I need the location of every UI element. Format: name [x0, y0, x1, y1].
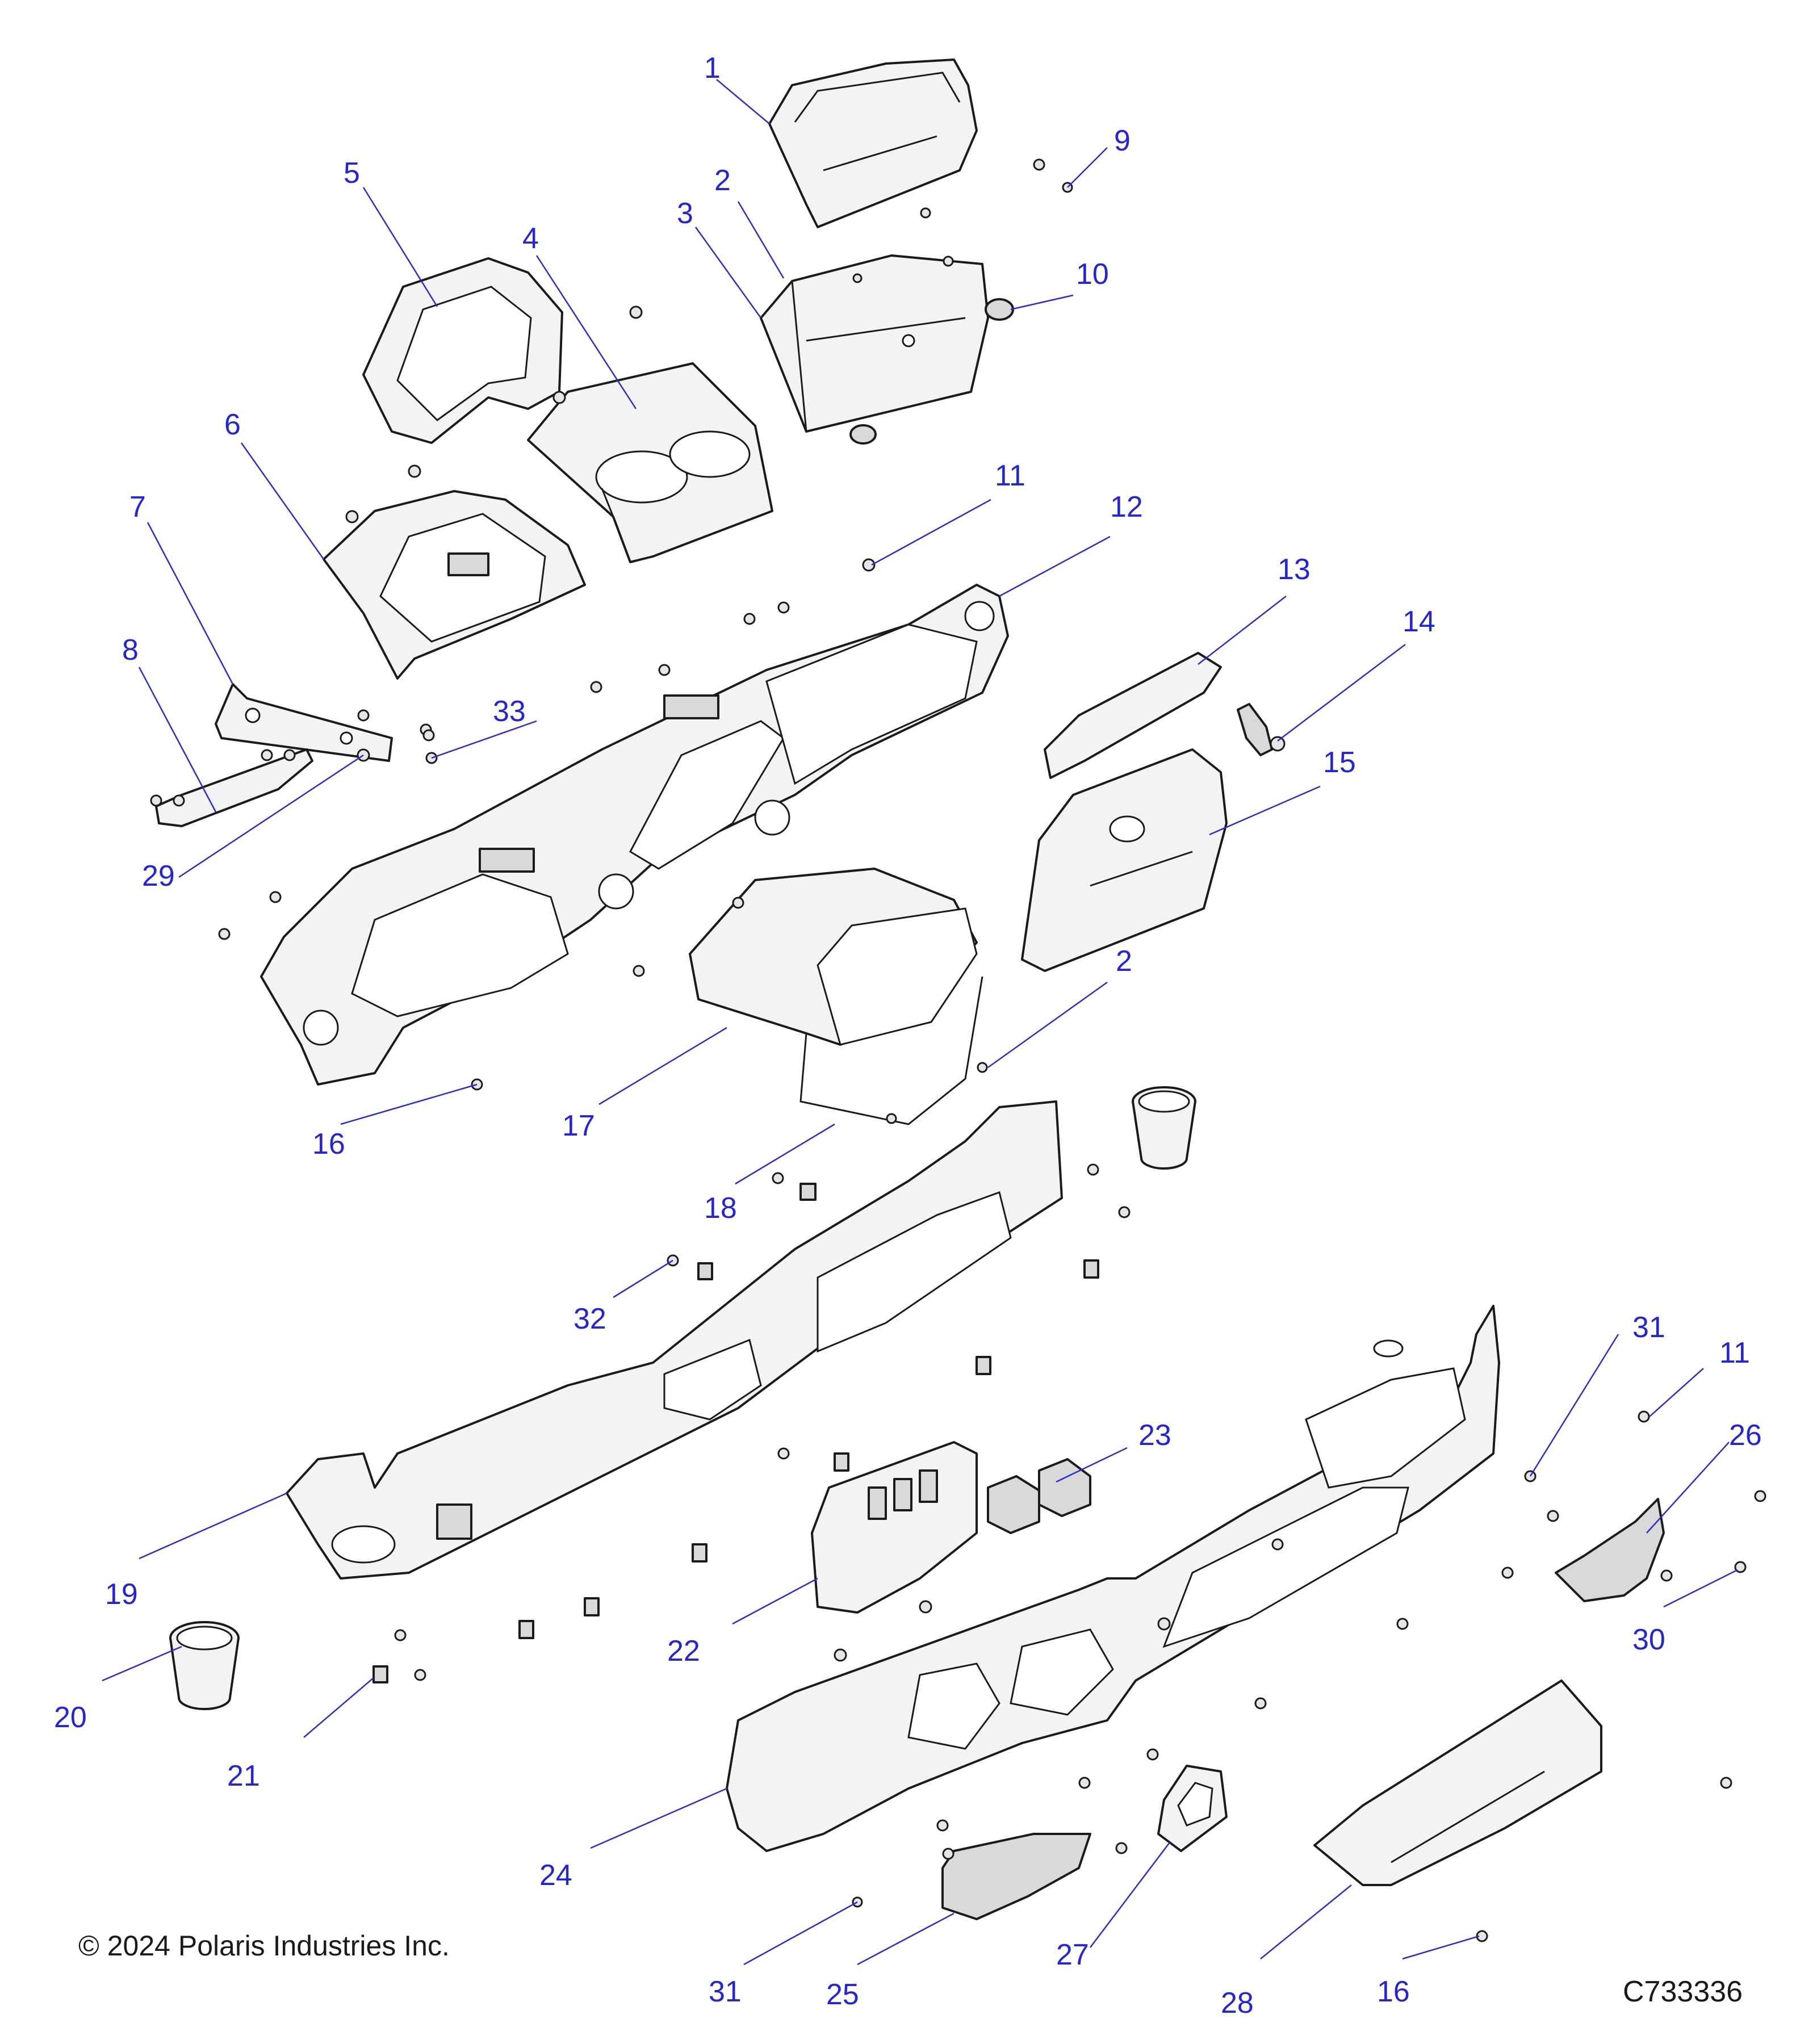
callout-28: 28	[1221, 1987, 1254, 2020]
part-22-switch-panel	[811, 1441, 978, 1614]
copyright-notice: © 2024 Polaris Industries Inc.	[78, 1930, 450, 1962]
callout-5: 5	[344, 157, 360, 190]
callout-6: 6	[224, 408, 241, 441]
callout-16: 16	[312, 1128, 345, 1161]
part-28-lower-tray	[1313, 1679, 1602, 1886]
callout-33: 33	[493, 695, 526, 728]
callout-21: 21	[227, 1760, 260, 1792]
callout-9: 9	[1114, 124, 1131, 157]
callout-20: 20	[54, 1701, 87, 1734]
part-1-top-cover	[768, 58, 978, 228]
drawing-code: C733336	[1623, 1975, 1743, 2008]
callout-16-lower: 16	[1377, 1975, 1410, 2008]
part-27-bracket	[1157, 1765, 1228, 1852]
callout-32: 32	[573, 1302, 606, 1335]
part-4-cupholder-console	[527, 362, 773, 563]
callout-11: 11	[995, 459, 1025, 492]
part-26-grille	[1555, 1498, 1665, 1602]
callout-11-lower: 11	[1719, 1337, 1750, 1369]
callout-13: 13	[1278, 553, 1311, 586]
part-17-storage-bin	[689, 868, 983, 1125]
part-24-lower-front-panel	[726, 1305, 1500, 1852]
part-7-bracket	[215, 683, 393, 762]
leader-lines	[102, 79, 1738, 1966]
callout-27: 27	[1056, 1938, 1089, 1971]
callout-26: 26	[1729, 1419, 1762, 1452]
callout-1: 1	[704, 52, 721, 85]
part-19-lower-dash-frame	[286, 1100, 1063, 1580]
callout-18: 18	[704, 1192, 737, 1225]
callout-29: 29	[142, 860, 175, 893]
part-14-latch	[1237, 703, 1286, 756]
callout-25: 25	[826, 1978, 859, 2011]
callout-19: 19	[105, 1578, 138, 1611]
callout-24: 24	[539, 1859, 572, 1892]
callout-23: 23	[1138, 1419, 1171, 1452]
callout-labels: 1 2 3 4 5 6 7 8 9 10 11 12 13 14 15 16 1…	[54, 52, 1762, 2020]
callout-2-lower: 2	[1116, 945, 1132, 978]
part-20-cup-holder	[169, 1621, 240, 1710]
part-12-main-dash-panel	[260, 584, 1009, 1086]
callout-15: 15	[1323, 746, 1356, 779]
part-5-gauge-bezel	[362, 257, 563, 444]
callout-31: 31	[1632, 1311, 1665, 1344]
callout-7: 7	[129, 491, 146, 523]
callout-4: 4	[522, 222, 539, 255]
part-3-storage-bin	[760, 254, 989, 433]
callout-30: 30	[1632, 1623, 1665, 1656]
callout-8: 8	[122, 634, 139, 667]
part-13-trim-strip	[1044, 652, 1222, 779]
callout-3: 3	[677, 197, 693, 230]
callout-12: 12	[1110, 491, 1143, 523]
callout-14: 14	[1402, 605, 1435, 638]
callout-17: 17	[562, 1109, 595, 1142]
callout-10: 10	[1076, 258, 1109, 291]
callout-22: 22	[667, 1635, 700, 1668]
callout-2: 2	[714, 164, 731, 197]
part-25-grille	[941, 1833, 1091, 1920]
part-15-glovebox-door	[1021, 748, 1228, 972]
callout-31-lower: 31	[709, 1975, 742, 2008]
part-6-gauge-mount-panel	[323, 490, 586, 680]
fasteners	[150, 158, 1766, 1942]
cup-holder-loose	[1132, 1086, 1196, 1170]
